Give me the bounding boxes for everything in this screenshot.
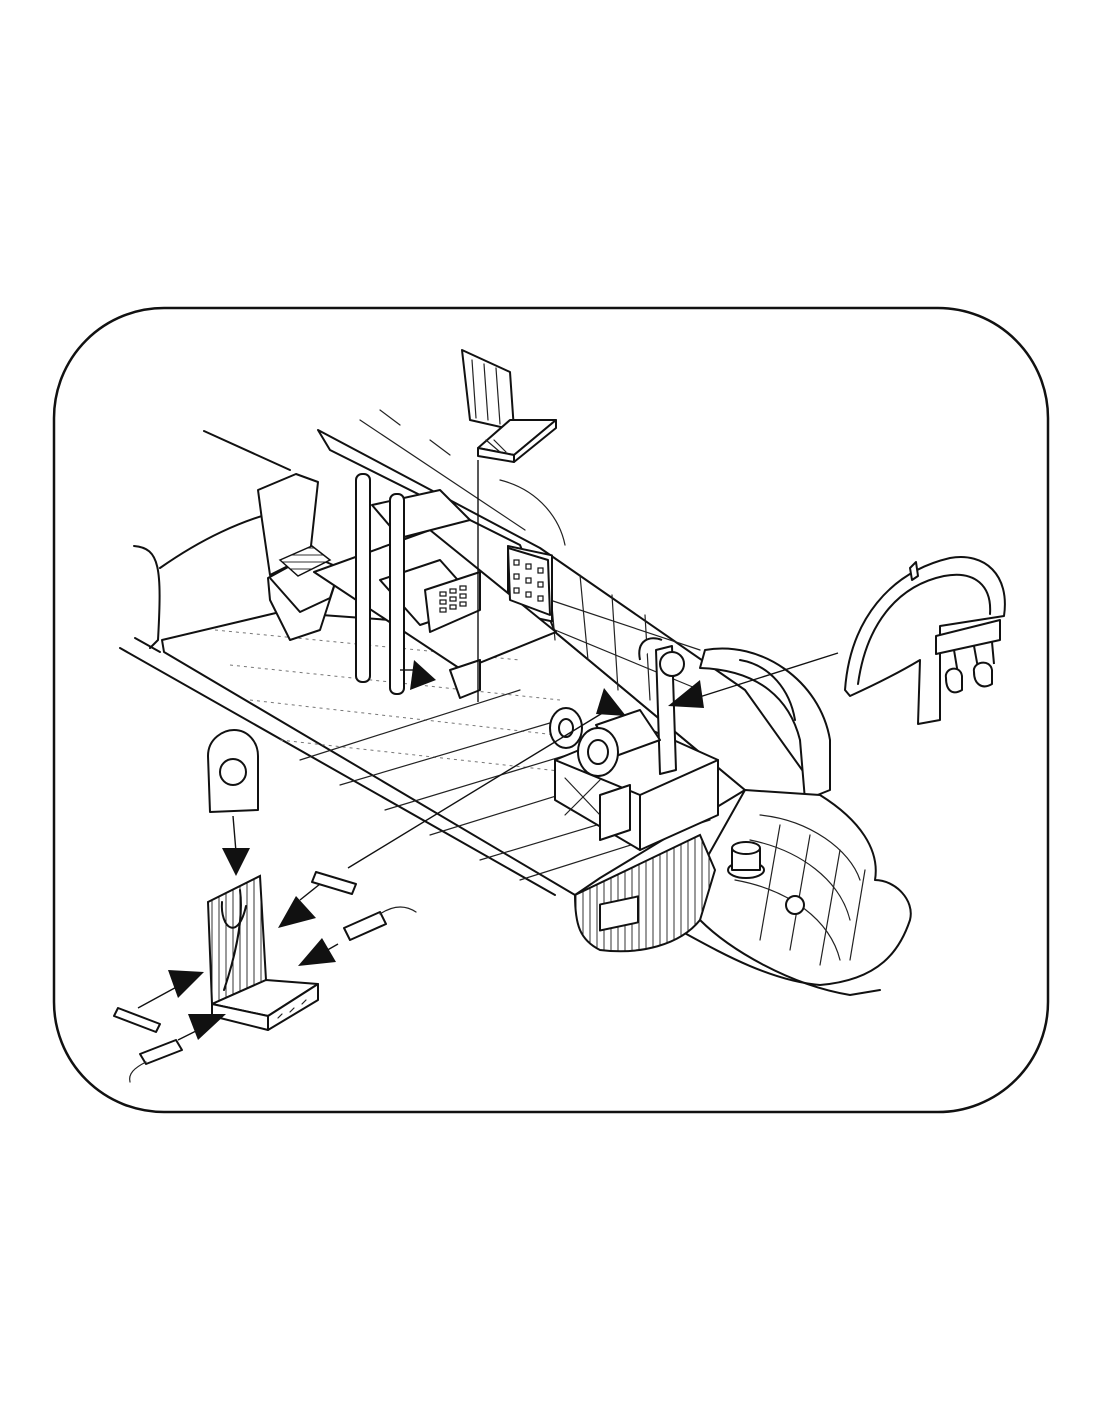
control-pedestal: [549, 637, 719, 851]
arrow-strap-to-seat: [298, 938, 336, 966]
arrow-pedal-panel-to-cockpit: [668, 680, 704, 708]
harness-strap-lower: [129, 1039, 183, 1083]
harness-strap-upper: [343, 906, 417, 941]
seat-rod-lower: [113, 1007, 161, 1033]
side-console: [313, 473, 557, 699]
seat-cushion: [278, 545, 332, 577]
arrow-lower-rod-to-seat: [168, 970, 204, 998]
seat-rod-upper: [311, 871, 357, 895]
pilot-seat: [257, 473, 341, 641]
arrow-lower-strap-to-seat: [188, 1014, 226, 1040]
console-keypad: [439, 585, 467, 613]
fuselage-section: [119, 409, 912, 996]
post-left: [355, 473, 371, 683]
assembly-arrows: [137, 660, 704, 1041]
instrument-board: [507, 547, 551, 616]
post-right: [389, 493, 405, 695]
arrow-to-pedestal: [596, 688, 626, 716]
control-wheel: [659, 651, 685, 677]
headrest-part: [207, 729, 259, 813]
rudder-pedal-panel: [844, 556, 1006, 725]
arrow-rod-to-seat: [278, 896, 316, 928]
seat-back-part: [461, 349, 557, 463]
arrow-headrest-to-seat: [222, 848, 250, 876]
arrow-post-to-floor: [410, 660, 436, 690]
ejection-seat-part: [206, 874, 319, 1031]
